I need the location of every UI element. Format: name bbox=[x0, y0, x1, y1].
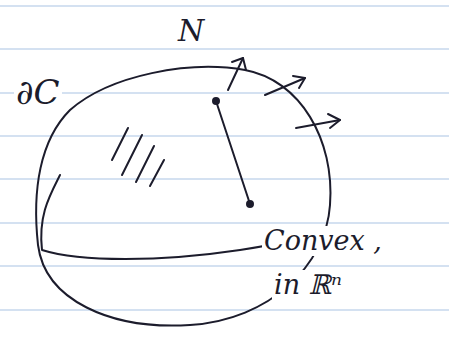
note-text: Convex , bbox=[262, 226, 384, 256]
note-text: in ℝⁿ bbox=[272, 270, 344, 300]
chord bbox=[213, 98, 253, 207]
boundary-label: ∂C bbox=[14, 74, 62, 111]
normal-label: N bbox=[176, 14, 206, 47]
ruled-lines bbox=[0, 6, 449, 310]
normal-arrows bbox=[228, 58, 340, 128]
